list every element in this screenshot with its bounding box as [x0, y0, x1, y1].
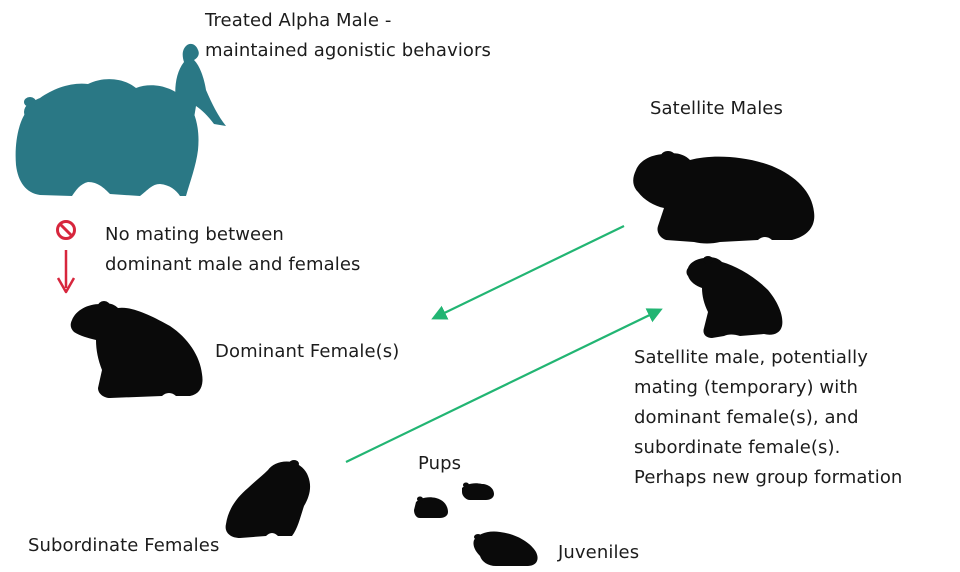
- juveniles-label: Juveniles: [558, 538, 639, 568]
- alpha-male-label-line2: maintained agonistic behaviors: [205, 36, 491, 66]
- satellite-desc-line1: Satellite male, potentially: [634, 343, 902, 373]
- alpha-male-label-line1: Treated Alpha Male -: [205, 6, 491, 36]
- dominant-female-label: Dominant Female(s): [215, 337, 399, 367]
- satellite-male-large-capybara-icon: [633, 151, 814, 244]
- satellite-desc-line2: mating (temporary) with: [634, 373, 902, 403]
- satellite-male-description: Satellite male, potentially mating (temp…: [634, 343, 902, 493]
- no-entry-icon: [58, 222, 75, 239]
- arrow-subordinate-to-satellite: [346, 310, 660, 462]
- dominant-female-capybara-icon: [71, 301, 203, 398]
- alpha-male-label: Treated Alpha Male - maintained agonisti…: [205, 6, 491, 66]
- pups-label: Pups: [418, 449, 461, 479]
- juvenile-capybara-icon: [473, 531, 537, 566]
- satellite-males-label: Satellite Males: [650, 94, 783, 124]
- satellite-desc-line3: dominant female(s), and: [634, 403, 902, 433]
- no-mating-label-line1: No mating between: [105, 220, 360, 250]
- red-down-arrow-icon: [58, 250, 74, 292]
- pup-capybara-icon-2: [414, 497, 448, 519]
- satellite-desc-line4: subordinate female(s).: [634, 433, 902, 463]
- satellite-desc-line5: Perhaps new group formation: [634, 463, 902, 493]
- satellite-male-small-capybara-icon: [687, 256, 783, 338]
- subordinate-female-capybara-icon: [226, 460, 310, 538]
- arrow-satellite-to-dominant: [434, 226, 624, 318]
- no-mating-label-line2: dominant male and females: [105, 250, 360, 280]
- pup-capybara-icon-1: [462, 483, 494, 501]
- subordinate-females-label: Subordinate Females: [28, 531, 219, 561]
- no-mating-label: No mating between dominant male and fema…: [105, 220, 360, 280]
- alpha-male-capybara-icon: [16, 44, 226, 196]
